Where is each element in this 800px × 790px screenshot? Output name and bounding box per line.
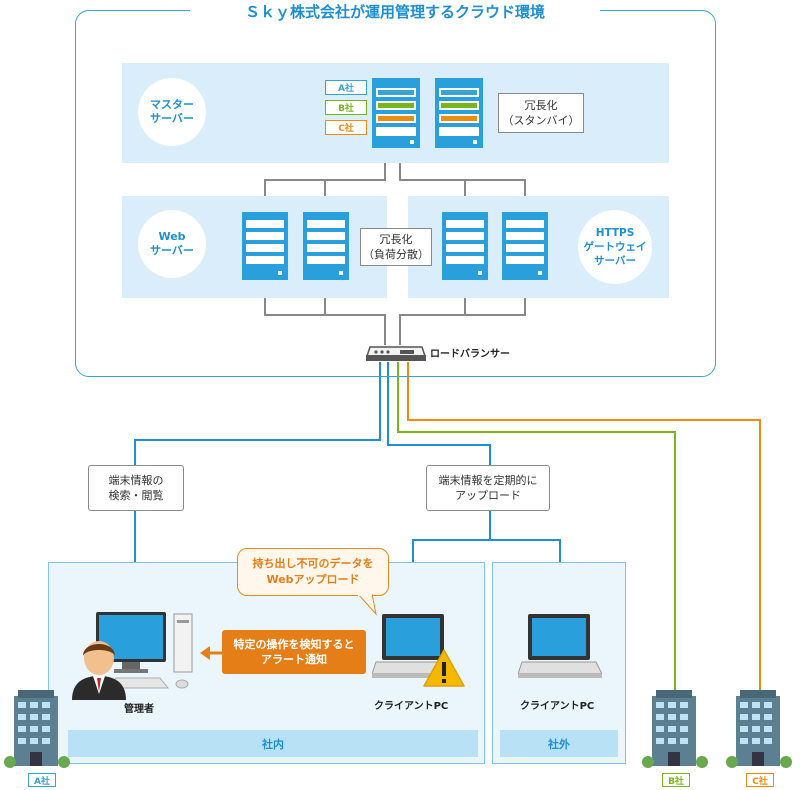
- https-gateway-label: HTTPS ゲートウェイ サーバー: [578, 210, 652, 284]
- warning-icon: [423, 649, 465, 687]
- redundancy-standby-callout: 冗長化 （スタンバイ）: [498, 93, 584, 133]
- outside-zone-label: 社外: [500, 730, 618, 757]
- inside-zone-label: 社内: [68, 730, 478, 757]
- load-balancer-label: ロードバランサー: [430, 349, 510, 360]
- bubble-tail-icon: [358, 594, 377, 616]
- terminal-upload-callout: 端末情報を定期的に アップロード: [426, 465, 550, 511]
- building-c-icon: [726, 690, 792, 768]
- web-server-1-icon: [242, 212, 288, 280]
- load-balancer-icon: [366, 346, 426, 361]
- tenant-tag-b: B社: [325, 100, 367, 115]
- web-server-2-icon: [303, 212, 349, 280]
- detect-alert-box: 特定の操作を検知すると アラート通知: [222, 630, 366, 674]
- standby-server-icon: [435, 78, 483, 148]
- company-c-tag: C社: [746, 773, 774, 787]
- building-a-icon: [4, 690, 70, 768]
- tenant-tag-a: A社: [325, 80, 367, 95]
- company-a-tag: A社: [28, 773, 56, 787]
- redundancy-load-callout: 冗長化 （負荷分散）: [360, 228, 432, 266]
- building-b-icon: [642, 690, 708, 768]
- upload-warning-bubble: 持ち出し不可のデータを Webアップロード: [237, 548, 389, 596]
- master-server-icon: [372, 78, 420, 148]
- desktop-pc-icon: [96, 612, 193, 689]
- tenant-tag-c: C社: [325, 120, 367, 135]
- client-pc-outside-label: クライアントPC: [520, 701, 595, 712]
- admin-label: 管理者: [124, 704, 154, 715]
- https-server-2-icon: [502, 212, 548, 280]
- arrow-left-icon: [200, 646, 222, 660]
- client-pc-inside-label: クライアントPC: [374, 701, 449, 712]
- terminal-view-callout: 端末情報の 検索・閲覧: [88, 465, 184, 511]
- laptop-inside-icon: [372, 614, 456, 678]
- master-server-label: マスター サーバー: [138, 78, 206, 146]
- web-server-label: Web サーバー: [138, 210, 206, 278]
- person-icon: [72, 641, 126, 700]
- cloud-title: Ｓｋｙ株式会社が運用管理するクラウド環境: [190, 2, 600, 22]
- laptop-outside-icon: [518, 614, 602, 678]
- company-b-tag: B社: [662, 773, 690, 787]
- https-server-1-icon: [442, 212, 488, 280]
